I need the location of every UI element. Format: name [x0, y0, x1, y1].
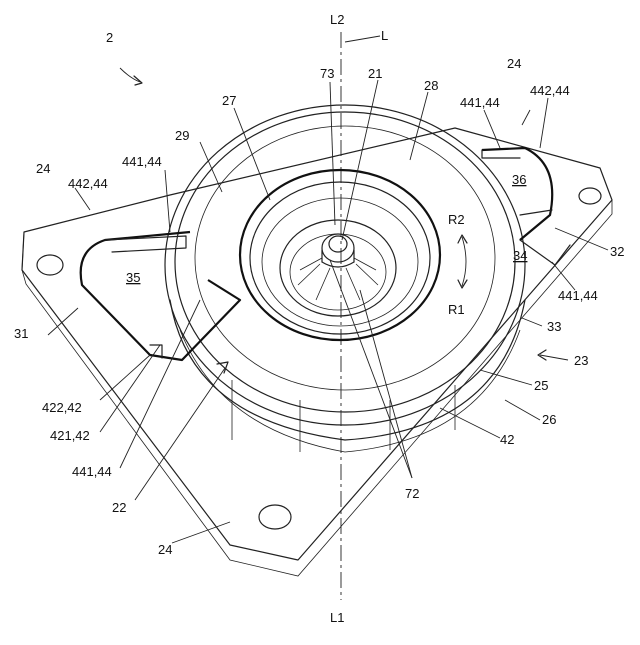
label-421-42: 421,42 — [50, 428, 90, 443]
label-26: 26 — [542, 412, 556, 427]
leader-lines — [48, 36, 608, 543]
label-42: 42 — [500, 432, 514, 447]
label-73: 73 — [320, 66, 334, 81]
label-R2: R2 — [448, 212, 465, 227]
label-L2: L2 — [330, 12, 344, 27]
label-442-44-top: 442,44 — [530, 83, 570, 98]
label-35: 35 — [126, 270, 140, 285]
label-34: 34 — [513, 248, 527, 263]
label-441-44-left: 441,44 — [122, 154, 162, 169]
mounting-hole-bottom — [259, 505, 291, 529]
seal-ring — [240, 170, 440, 340]
label-441-44-top: 441,44 — [460, 95, 500, 110]
label-441-44-bottom: 441,44 — [72, 464, 112, 479]
base-plate — [22, 128, 612, 576]
label-21: 21 — [368, 66, 382, 81]
left-guide-frame — [81, 232, 240, 360]
label-2: 2 — [106, 30, 113, 45]
central-hub — [298, 234, 378, 300]
label-72: 72 — [405, 486, 419, 501]
label-L1: L1 — [330, 610, 344, 625]
label-32: 32 — [610, 244, 624, 259]
label-36: 36 — [512, 172, 526, 187]
label-442-44-left: 442,44 — [68, 176, 108, 191]
label-25: 25 — [534, 378, 548, 393]
housing-body — [165, 105, 525, 452]
label-31: 31 — [14, 326, 28, 341]
label-24-bottom: 24 — [158, 542, 172, 557]
inner-rings — [240, 170, 440, 340]
label-422-42: 422,42 — [42, 400, 82, 415]
label-28: 28 — [424, 78, 438, 93]
label-R1: R1 — [448, 302, 465, 317]
mounting-hole-left — [37, 255, 63, 275]
mounting-hole-right — [579, 188, 601, 204]
label-L: L — [381, 28, 388, 43]
label-24-top: 24 — [507, 56, 521, 71]
rotation-arrow — [458, 235, 467, 288]
label-22: 22 — [112, 500, 126, 515]
label-24-left: 24 — [36, 161, 50, 176]
label-29: 29 — [175, 128, 189, 143]
label-27: 27 — [222, 93, 236, 108]
reference-labels: 2 L2 L L1 73 21 27 28 29 24 441,44 442,4… — [14, 12, 624, 625]
label-23: 23 — [574, 353, 588, 368]
label-33: 33 — [547, 319, 561, 334]
label-441-44-right: 441,44 — [558, 288, 598, 303]
